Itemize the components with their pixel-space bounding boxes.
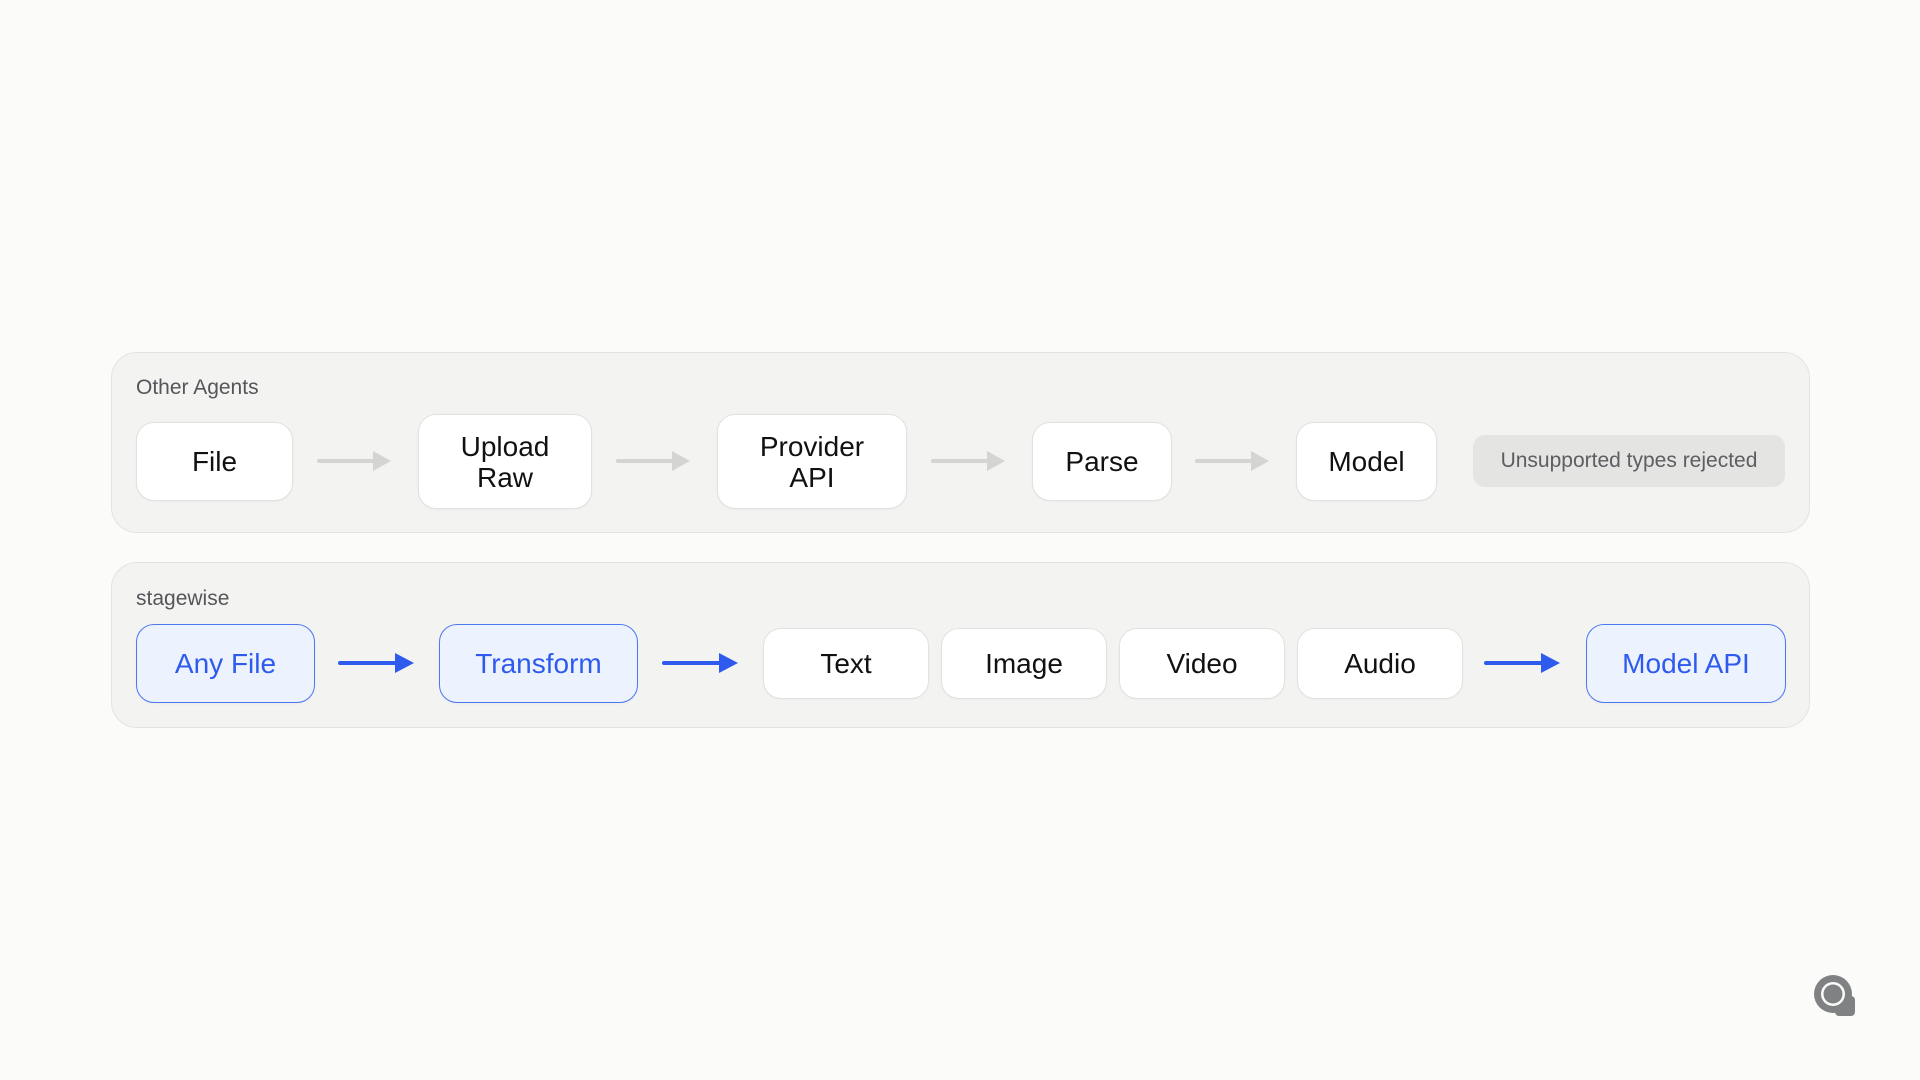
- type-audio: Audio: [1297, 628, 1463, 699]
- panel-title: Other Agents: [136, 376, 259, 399]
- other-agents-panel: Other Agents File Upload Raw Provider AP…: [111, 352, 1810, 533]
- step-transform: Transform: [439, 624, 638, 703]
- step-model: Model: [1296, 422, 1437, 501]
- step-file: File: [136, 422, 293, 501]
- step-any-file: Any File: [136, 624, 315, 703]
- flow-arrow: [662, 653, 738, 673]
- step-provider-api: Provider API: [717, 414, 907, 509]
- step-upload-raw: Upload Raw: [418, 414, 592, 509]
- flow-arrow: [931, 451, 1005, 471]
- flow-arrow: [1195, 451, 1269, 471]
- app-logo-icon: [1814, 975, 1855, 1016]
- type-text: Text: [763, 628, 929, 699]
- stagewise-panel: stagewise Any File Transform Text Image …: [111, 562, 1810, 728]
- type-video: Video: [1119, 628, 1285, 699]
- step-parse: Parse: [1032, 422, 1172, 501]
- flow-arrow: [616, 451, 690, 471]
- flow-arrow: [317, 451, 391, 471]
- step-model-api: Model API: [1586, 624, 1786, 703]
- type-image: Image: [941, 628, 1107, 699]
- unsupported-note: Unsupported types rejected: [1473, 435, 1785, 487]
- panel-title: stagewise: [136, 587, 230, 610]
- flow-arrow: [1484, 653, 1560, 673]
- flow-arrow: [338, 653, 414, 673]
